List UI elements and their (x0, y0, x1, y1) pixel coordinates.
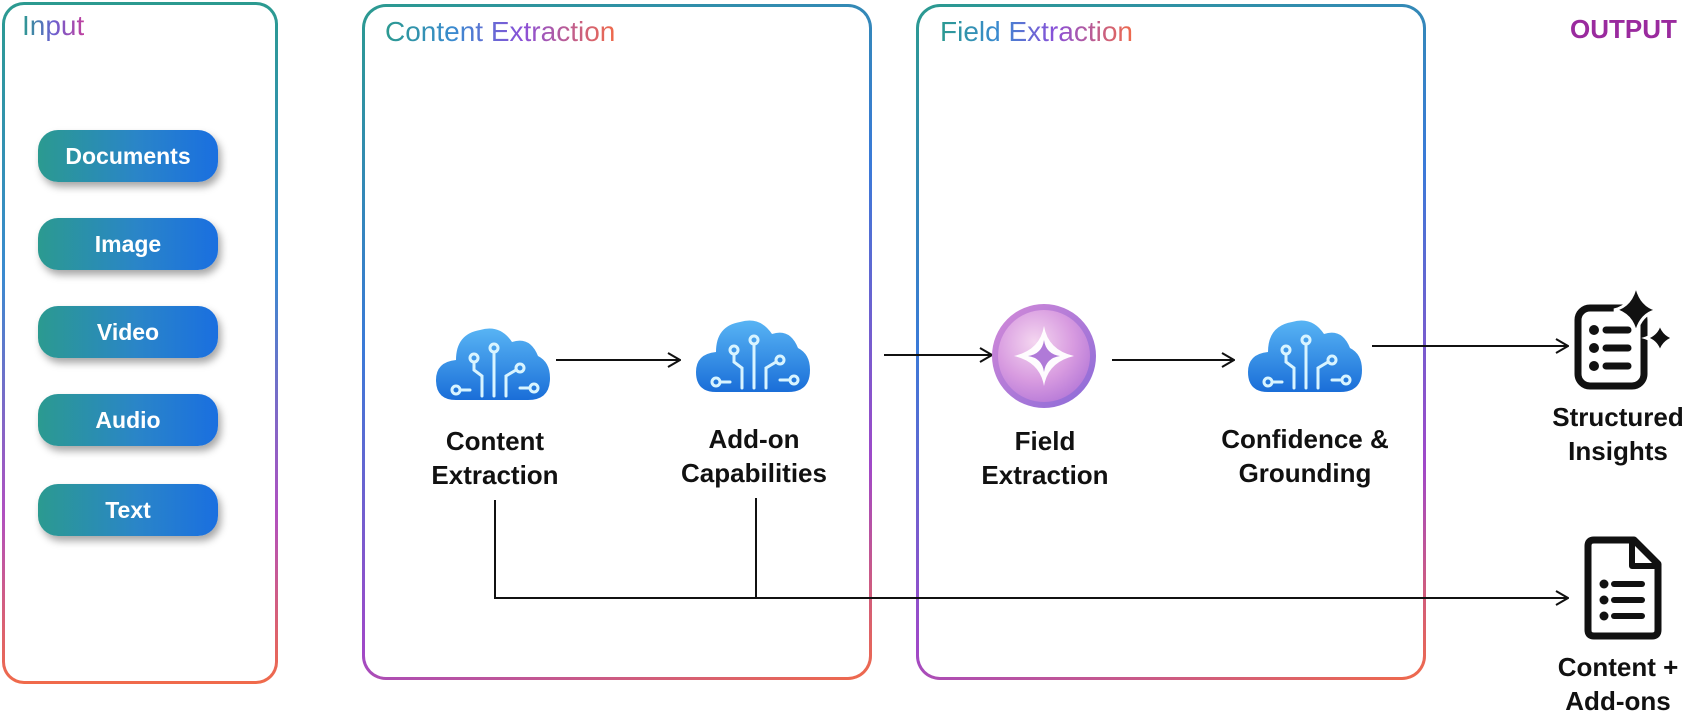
input-video[interactable]: Video (38, 306, 218, 358)
confidence-grounding-label-line2: Grounding (1238, 458, 1372, 488)
input-audio[interactable]: Audio (38, 394, 218, 446)
cloud-circuit-icon (1248, 320, 1362, 392)
add-on-capabilities-label-line1: Add-on (708, 424, 800, 454)
cloud-circuit-icon (696, 320, 810, 392)
cloud-circuit-icon (436, 328, 550, 400)
content-extraction-label: Content Extraction (415, 424, 575, 492)
field-extraction-panel-title: Field Extraction (940, 16, 1133, 47)
structured-insights-label-line1: Structured (1552, 402, 1684, 432)
arrow-content-to-addons-output (494, 500, 1568, 598)
field-extraction-label: Field Extraction (965, 424, 1125, 492)
input-image[interactable]: Image (38, 218, 218, 270)
sparkle-orb-icon (992, 304, 1096, 408)
input-documents[interactable]: Documents (38, 130, 218, 182)
sparkle-list-icon (1574, 283, 1678, 390)
content-addons-label-line1: Content + (1557, 652, 1679, 682)
field-extraction-label-line2: Extraction (981, 460, 1109, 490)
output-title: OUTPUT (1570, 14, 1677, 44)
structured-insights-label-line2: Insights (1568, 436, 1668, 466)
content-addons-label: Content + Add-ons (1538, 650, 1688, 718)
content-extraction-label-line2: Extraction (431, 460, 559, 490)
field-extraction-label-line1: Field (1014, 426, 1076, 456)
confidence-grounding-label: Confidence & Grounding (1200, 422, 1410, 490)
input-panel-title: Input (22, 10, 85, 41)
input-text[interactable]: Text (38, 484, 218, 536)
content-addons-label-line2: Add-ons (1565, 686, 1671, 716)
add-on-capabilities-label-line2: Capabilities (681, 458, 827, 488)
confidence-grounding-label-line1: Confidence & (1221, 424, 1389, 454)
structured-insights-label: Structured Insights (1538, 400, 1688, 468)
content-extraction-panel-title: Content Extraction (385, 16, 616, 47)
content-extraction-label-line1: Content (445, 426, 545, 456)
document-list-icon (1584, 536, 1662, 640)
add-on-capabilities-label: Add-on Capabilities (664, 422, 844, 490)
